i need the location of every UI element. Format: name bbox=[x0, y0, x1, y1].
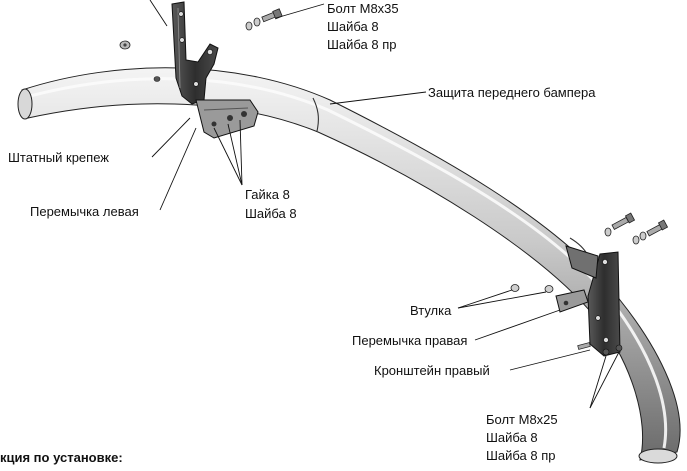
instructions-heading: кция по установке: bbox=[0, 450, 123, 465]
right-lower-bolts-icon bbox=[577, 342, 623, 356]
callout-labels: Болт М8х35 Шайба 8 Шайба 8 пр Защита пер… bbox=[0, 1, 596, 465]
right-bracket bbox=[565, 245, 621, 357]
label-front-bumper-guard: Защита переднего бампера bbox=[428, 85, 596, 100]
leader-lines bbox=[149, 0, 620, 409]
label-washer-8-left: Шайба 8 bbox=[245, 206, 297, 221]
right-upper-bolts-icon bbox=[604, 212, 669, 245]
left-jumper-plate bbox=[195, 99, 259, 139]
label-nut-8: Гайка 8 bbox=[245, 187, 290, 202]
left-loose-nut-icon bbox=[119, 40, 131, 50]
label-washer-8-top: Шайба 8 bbox=[327, 19, 379, 34]
label-right-bracket: Кронштейн правый bbox=[374, 363, 490, 378]
bushing-icon bbox=[510, 284, 554, 293]
label-spring-washer-8-right: Шайба 8 пр bbox=[486, 448, 556, 463]
top-bolt-icon bbox=[245, 8, 283, 31]
bumper-guard-tube bbox=[17, 67, 681, 464]
label-right-jumper: Перемычка правая bbox=[352, 333, 467, 348]
label-bushing: Втулка bbox=[410, 303, 452, 318]
label-standard-mount: Штатный крепеж bbox=[8, 150, 109, 165]
label-left-jumper: Перемычка левая bbox=[30, 204, 139, 219]
left-bracket bbox=[171, 1, 219, 105]
label-spring-washer-8-top: Шайба 8 пр bbox=[327, 37, 397, 52]
label-bolt-m8x35: Болт М8х35 bbox=[327, 1, 399, 16]
right-jumper-plate bbox=[555, 289, 589, 313]
label-washer-8-right: Шайба 8 bbox=[486, 430, 538, 445]
label-bolt-m8x25: Болт М8х25 bbox=[486, 412, 558, 427]
